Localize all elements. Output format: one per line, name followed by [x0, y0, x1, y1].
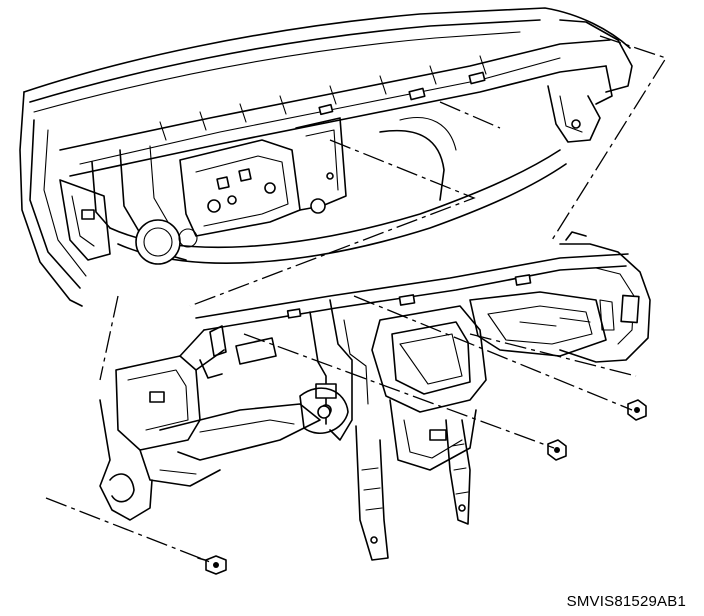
leader-line-middle-nut: [243, 333, 555, 449]
leader-line-beam-right: [439, 101, 501, 129]
lower-left-bolt: [197, 555, 227, 575]
figure-code: SMVIS81529AB1: [566, 593, 686, 610]
leader-lines: [45, 35, 667, 563]
leader-line-left-tower: [99, 295, 119, 381]
leader-line-trough: [469, 333, 637, 377]
leader-line-upper-nut: [353, 295, 633, 411]
cowl-and-dash-panel: [19, 7, 633, 307]
upper-right-nut: [627, 399, 647, 421]
instrument-panel-carrier: [99, 231, 651, 561]
middle-nut: [547, 439, 567, 461]
leader-line-top-rail: [189, 139, 476, 307]
leader-line-lower-bolt: [45, 497, 211, 563]
leader-line-right-end: [551, 35, 667, 241]
